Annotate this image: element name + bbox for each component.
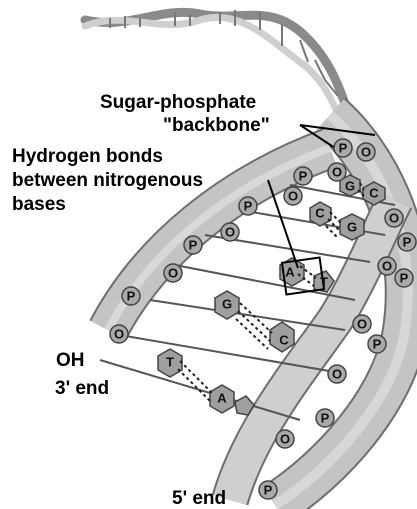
node-sugar: O <box>110 325 128 343</box>
backbone-label-line1: Sugar-phosphate <box>100 92 256 113</box>
base-label: G <box>345 179 355 194</box>
node-phosphate: P <box>368 335 386 353</box>
node-phosphate: P <box>316 409 334 427</box>
node-label: P <box>321 411 330 426</box>
node-sugar: O <box>385 209 403 227</box>
base-label: C <box>279 333 289 348</box>
node-label: P <box>264 483 273 498</box>
oh-label: OH <box>56 350 85 371</box>
node-label: P <box>127 289 136 304</box>
node-phosphate: P <box>334 139 352 157</box>
node-sugar: O <box>378 257 396 275</box>
node-label: O <box>361 145 371 160</box>
node-sugar: O <box>353 315 371 333</box>
node-label: P <box>400 271 409 286</box>
node-sugar: O <box>328 365 346 383</box>
base-label: T <box>166 355 174 370</box>
base-label: C <box>369 186 379 201</box>
node-label: O <box>357 317 367 332</box>
node-label: O <box>168 266 178 281</box>
node-label: P <box>189 238 198 253</box>
node-sugar: O <box>328 163 346 181</box>
hbond-label-line1: Hydrogen bonds <box>12 146 163 167</box>
three-prime-end-label: 3' end <box>55 378 109 399</box>
base-label: G <box>347 220 357 235</box>
backbone-label-line2: "backbone" <box>163 115 270 136</box>
node-label: O <box>280 432 290 447</box>
node-sugar: O <box>221 223 239 241</box>
node-phosphate: P <box>398 233 416 251</box>
base-label: A <box>285 265 295 280</box>
base-label: T <box>320 275 328 290</box>
node-sugar: O <box>357 143 375 161</box>
node-phosphate: P <box>239 197 257 215</box>
node-label: P <box>373 337 382 352</box>
node-phosphate: P <box>259 481 277 499</box>
node-label: P <box>299 169 308 184</box>
node-sugar: O <box>276 430 294 448</box>
node-label: O <box>288 189 298 204</box>
node-sugar: O <box>164 264 182 282</box>
base-label: G <box>222 297 232 312</box>
five-prime-end-label: 5' end <box>172 488 226 509</box>
node-label: P <box>403 235 412 250</box>
node-sugar: O <box>284 187 302 205</box>
node-label: O <box>332 367 342 382</box>
node-label: O <box>114 327 124 342</box>
node-phosphate: P <box>294 167 312 185</box>
node-label: O <box>332 165 342 180</box>
base-label: A <box>217 391 227 406</box>
node-label: P <box>244 199 253 214</box>
node-label: O <box>382 259 392 274</box>
node-label: P <box>339 141 348 156</box>
node-phosphate: P <box>122 287 140 305</box>
base-label: C <box>315 206 325 221</box>
hbond-label-line2: between nitrogenous <box>12 170 203 191</box>
node-phosphate: P <box>395 269 413 287</box>
node-label: O <box>225 225 235 240</box>
node-phosphate: P <box>184 236 202 254</box>
node-label: O <box>389 211 399 226</box>
hbond-label-line3: bases <box>12 194 66 215</box>
